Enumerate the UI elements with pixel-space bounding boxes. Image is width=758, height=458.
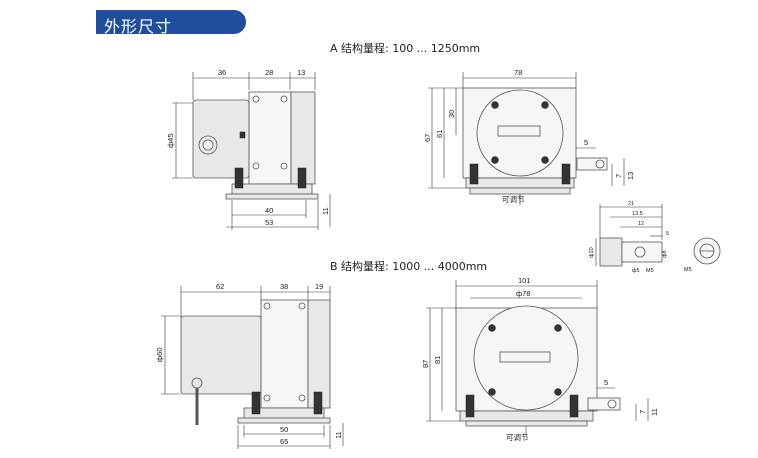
b-front-s1: 7 (638, 410, 647, 414)
b-side-d2: 38 (280, 282, 288, 291)
b-side-w1: 50 (280, 425, 288, 434)
detail-dia2: ф5 (632, 268, 640, 274)
b-front-off: 5 (604, 378, 608, 387)
b-side-d1: 62 (216, 282, 224, 291)
caption-b: B 结构量程: 1000 ... 4000mm (330, 260, 488, 273)
b-front-adjust: 可调节 (506, 433, 529, 442)
b-side-w2: 65 (280, 437, 288, 446)
b-front-dia: ф78 (516, 289, 531, 298)
detail-d4: 5 (666, 231, 669, 237)
b-front-h1: 81 (433, 356, 442, 364)
a-front-view: 78 30 61 67 5 7 13 可调节 (423, 68, 635, 205)
a-front-off: 5 (584, 138, 588, 147)
a-side-w1: 40 (265, 206, 273, 215)
detail-dia1: ф10 (589, 247, 595, 258)
detail-thread1: M5 (646, 268, 654, 274)
caption-a: A 结构量程: 100 ... 1250mm (330, 42, 481, 55)
a-side-h: 11 (321, 207, 330, 215)
a-front-s1: 7 (614, 174, 623, 178)
a-front-h1: 30 (447, 110, 456, 118)
a-front-s2: 13 (626, 172, 635, 180)
a-front-h3: 67 (423, 134, 432, 142)
b-side-dia: ф60 (155, 347, 164, 362)
header-title: 外形尺寸 (104, 17, 173, 36)
section-header: 外形尺寸 (96, 10, 246, 36)
a-side-dia: ф45 (166, 133, 175, 148)
a-side-view: 36 28 13 40 53 11 ф45 (166, 68, 331, 230)
a-side-d3: 13 (297, 68, 305, 77)
a-side-w2: 53 (265, 218, 273, 227)
b-side-h: 11 (334, 431, 343, 439)
b-front-width: 101 (518, 276, 531, 285)
a-front-h2: 61 (435, 130, 444, 138)
b-side-d3: 19 (315, 282, 323, 291)
b-front-h2: 87 (421, 360, 430, 368)
detail-h: ф8 (662, 250, 668, 258)
a-side-d1: 36 (218, 68, 226, 77)
detail-thread2: M5 (684, 267, 692, 273)
detail-d1: 21 (628, 201, 634, 207)
a-front-adjust: 可调节 (502, 195, 525, 204)
b-side-view: 62 38 19 50 65 11 ф60 (155, 282, 344, 449)
detail-view: 21 13.5 12 5 ф10 ф8 ф5 M5 M5 (589, 201, 721, 274)
detail-d2: 13.5 (632, 211, 643, 217)
b-front-view: 101 ф78 81 87 5 7 11 可调节 (421, 276, 659, 442)
a-side-d2: 28 (265, 68, 273, 77)
a-front-width: 78 (514, 68, 522, 77)
detail-d3: 12 (638, 221, 644, 227)
b-front-s2: 11 (650, 408, 659, 416)
